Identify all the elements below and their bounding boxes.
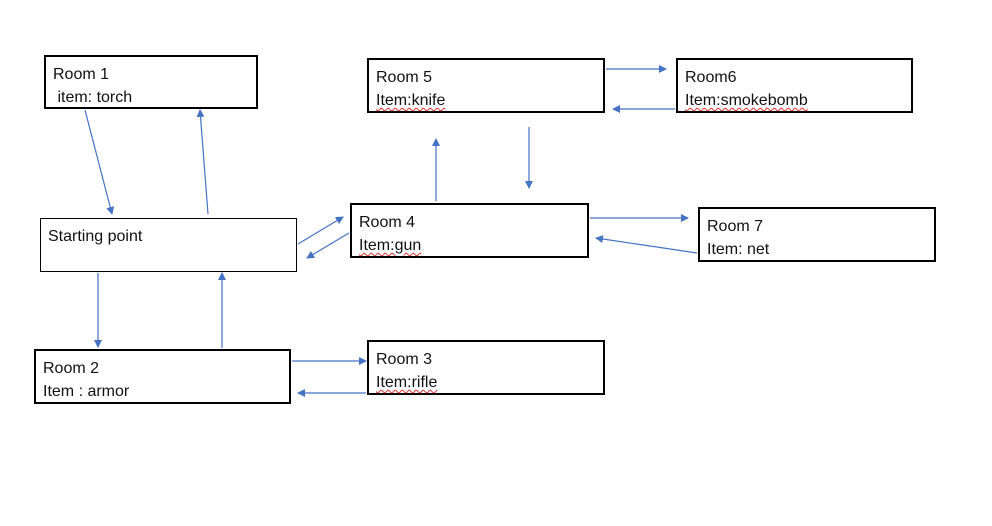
room4-box: Room 4 Item:gun — [350, 203, 589, 258]
room5-title: Room 5 — [376, 69, 433, 86]
room6-box: Room6 Item:smokebomb — [676, 58, 913, 113]
room4-item: Item:gun — [359, 237, 422, 254]
starting-point-title: Starting point — [48, 228, 143, 245]
room1-title: Room 1 — [53, 66, 110, 83]
room6-item: Item:smokebomb — [685, 92, 808, 109]
room7-title: Room 7 — [707, 218, 764, 235]
room5-box: Room 5 Item:knife — [367, 58, 605, 113]
starting-point-box: Starting point — [40, 218, 297, 272]
room7-box: Room 7 Item: net — [698, 207, 936, 262]
room2-item: Item : armor — [43, 383, 130, 400]
arrow-start-room4 — [297, 216, 344, 245]
room2-title: Room 2 — [43, 360, 100, 377]
room6-title: Room6 — [685, 69, 737, 86]
room4-title: Room 4 — [359, 214, 416, 231]
arrow-room1-start — [84, 109, 115, 215]
room5-item: Item:knife — [376, 92, 446, 109]
room2-box: Room 2 Item : armor — [34, 349, 291, 404]
room1-box: Room 1 item: torch — [44, 55, 258, 109]
arrow-room4-start — [306, 232, 350, 259]
room3-title: Room 3 — [376, 351, 433, 368]
room3-item: Item:rifle — [376, 374, 438, 391]
arrow-room7-room4 — [595, 235, 698, 254]
arrow-start-room1 — [196, 109, 209, 215]
room7-item: Item: net — [707, 241, 770, 258]
room3-box: Room 3 Item:rifle — [367, 340, 605, 395]
room1-item: item: torch — [53, 89, 133, 106]
